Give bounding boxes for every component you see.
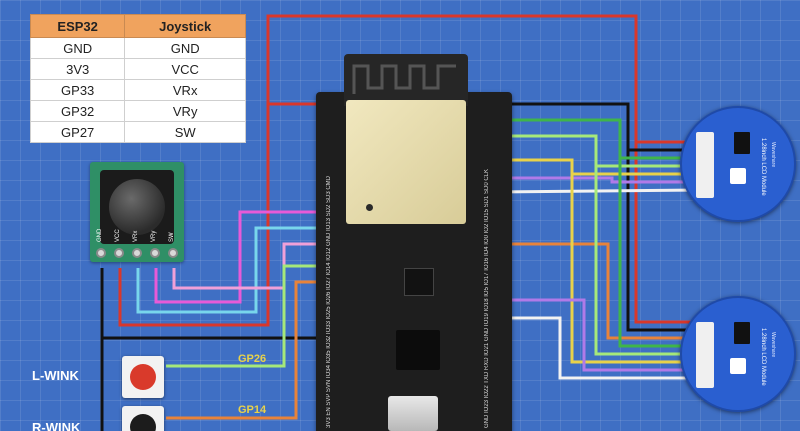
joystick-module: GND VCC VRx VRy SW	[90, 162, 184, 262]
wire-red-3v3-top	[266, 14, 700, 144]
lcd-driver-chip	[734, 132, 750, 154]
joystick-base	[100, 170, 174, 244]
table-cell: GND	[124, 37, 246, 59]
joystick-pin	[96, 248, 106, 258]
joystick-pin	[114, 248, 124, 258]
table-cell: VRy	[124, 100, 246, 122]
table-row: GP33 VRx	[29, 79, 246, 101]
wire-white-lcd1-rst	[497, 188, 701, 194]
lcd-module-1: 1.28inch LCD Module Waveshare	[680, 106, 796, 222]
voltage-regulator-chip	[396, 330, 440, 370]
table-cell: VRx	[124, 79, 246, 101]
table-cell: GP27	[29, 121, 126, 143]
l-wink-button-cap	[130, 364, 156, 390]
micro-usb-port	[388, 396, 438, 431]
table-header-row: ESP32 Joystick	[29, 14, 246, 38]
joystick-pin	[132, 248, 142, 258]
r-wink-button-cap	[130, 414, 156, 431]
table-cell: SW	[124, 121, 246, 143]
table-row: GP32 VRy	[29, 100, 246, 122]
lcd-driver-chip	[734, 322, 750, 344]
wire-white-lcd2	[498, 316, 700, 380]
esp32-left-pin-labels: 3V3 EN SVP SVN IO34 IO35 IO32 IO33 IO25 …	[326, 175, 332, 428]
wire-magenta-vry	[154, 210, 322, 304]
joystick-pin-label: VRx	[133, 230, 139, 242]
lcd-connector	[696, 132, 714, 198]
r-wink-button	[122, 406, 164, 431]
l-wink-button	[122, 356, 164, 398]
lcd-brand: Waveshare	[770, 142, 776, 168]
lcd-brand: Waveshare	[770, 332, 776, 358]
wire-cyan-vrx	[136, 226, 322, 314]
esp32-rf-shield	[346, 100, 466, 224]
wire-lightgreen-lcd1-clk	[498, 134, 700, 168]
joystick-pin-label: SW	[169, 232, 175, 242]
waveshare-logo-icon	[730, 358, 746, 374]
pin-mapping-table: ESP32 Joystick GND GND 3V3 VCC GP33 VRx …	[29, 14, 246, 143]
joystick-pin-label: GND	[97, 228, 103, 242]
joystick-knob	[109, 179, 165, 235]
wire-green-lcd1-din	[498, 118, 700, 160]
wifi-antenna	[344, 54, 468, 106]
joystick-pin-label: VCC	[115, 229, 121, 242]
table-cell: GND	[29, 37, 126, 59]
wire-lightgreen-lcd2	[594, 166, 700, 356]
gp26-label: GP26	[238, 353, 267, 365]
table-row: GND GND	[29, 37, 246, 59]
table-cell: 3V3	[29, 58, 126, 80]
table-cell: GP32	[29, 100, 126, 122]
lcd-title: 1.28inch LCD Module	[760, 138, 766, 196]
wire-yellow-lcd2	[570, 174, 700, 364]
wire-red-joystick-vcc	[118, 104, 270, 327]
joystick-pin	[168, 248, 178, 258]
lcd-title: 1.28inch LCD Module	[760, 328, 766, 386]
table-cell: GP33	[29, 79, 126, 101]
table-cell: VCC	[124, 58, 246, 80]
table-header-esp32: ESP32	[29, 14, 126, 38]
joystick-pin	[150, 248, 160, 258]
table-row: 3V3 VCC	[29, 58, 246, 80]
esp32-right-pin-labels: GND IO23 IO22 TXD RXD IO21 GND IO19 IO18…	[484, 169, 490, 428]
wire-black-gnd-lcd2	[626, 150, 700, 332]
wire-purple-lcd2	[498, 298, 700, 372]
table-row: GP27 SW	[29, 121, 246, 143]
r-wink-label: R-WINK	[32, 420, 81, 431]
wire-black-gnd-right	[498, 102, 700, 152]
lcd-module-2: 1.28inch LCD Module Waveshare	[680, 296, 796, 412]
wire-lightgreen-gp26	[166, 264, 322, 368]
wire-green-lcd2	[618, 158, 700, 348]
antenna-trace-icon	[352, 64, 456, 94]
wire-red-lcd2	[634, 142, 700, 324]
wire-orange-gp14	[166, 280, 322, 420]
l-wink-label: L-WINK	[32, 368, 79, 383]
joystick-pin-label: VRy	[151, 230, 157, 242]
table-header-joystick: Joystick	[124, 14, 246, 38]
wire-yellow-lcd1-cs	[498, 158, 700, 176]
usb-uart-chip	[404, 268, 434, 296]
gp14-label: GP14	[238, 404, 267, 416]
wire-purple-lcd1-dc	[498, 176, 700, 184]
joystick-pin-header	[96, 248, 178, 260]
waveshare-logo-icon	[730, 168, 746, 184]
wire-orange-lcd2	[498, 242, 700, 340]
pin1-marker	[366, 204, 373, 211]
lcd-connector	[696, 322, 714, 388]
